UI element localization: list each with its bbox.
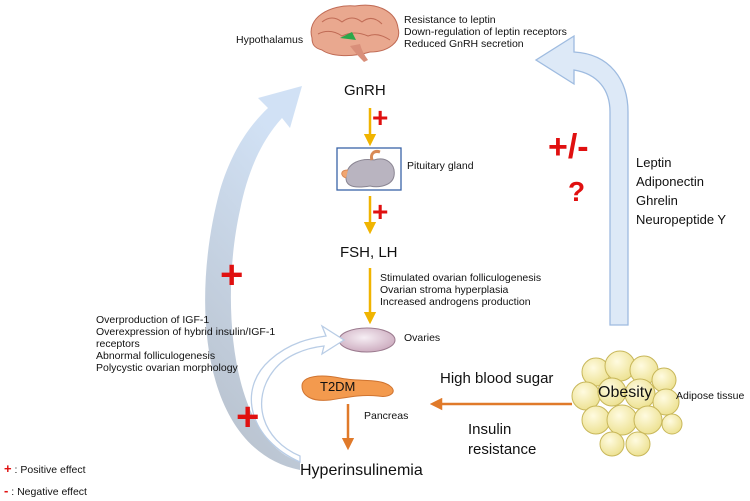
adipokine: Ghrelin [636, 192, 678, 208]
ovaries-label: Ovaries [404, 332, 441, 344]
pancreas-label: Pancreas [364, 410, 409, 422]
pituitary-label: Pituitary gland [407, 160, 474, 172]
positive-sign: + [220, 253, 244, 297]
uncertain-question: ? [568, 176, 586, 207]
hypothalamus-notes: Resistance to leptin Down-regulation of … [404, 14, 567, 50]
igf-effects: Overproduction of IGF-1 Overexpression o… [96, 314, 275, 374]
hypothalamus-note: Reduced GnRH secretion [404, 38, 524, 51]
adipokine: Adiponectin [636, 173, 704, 189]
brain-icon [310, 4, 400, 62]
positive-sign: + [236, 395, 260, 439]
igf-effect: Abnormal folliculogenesis [96, 350, 216, 363]
hypothalamus-note: Down-regulation of leptin receptors [404, 26, 567, 39]
adipokine: Neuropeptide Y [636, 211, 727, 227]
legend-positive-symbol: + [4, 461, 12, 476]
legend-negative-label: : Negative effect [11, 486, 87, 498]
pancreas-icon [301, 375, 394, 401]
high-blood-sugar-label: High blood sugar [440, 370, 554, 387]
hyperinsulinemia-label: Hyperinsulinemia [300, 462, 423, 479]
igf-effect: receptors [96, 338, 140, 351]
legend-negative: - : Negative effect [4, 483, 87, 499]
fsh-lh-label: FSH, LH [340, 244, 398, 261]
insulin-resistance-label: Insulin resistance [468, 420, 536, 461]
blue-arrow-to-hypothalamus [534, 34, 629, 326]
obesity-label: Obesity [598, 384, 653, 401]
positive-sign: + [372, 102, 389, 133]
insulin-resistance-line: resistance [468, 441, 537, 459]
positive-sign: + [372, 196, 389, 227]
hypothalamus-label: Hypothalamus [236, 34, 304, 46]
adipose-cells-icon [571, 350, 683, 457]
hypothalamus-note: Resistance to leptin [404, 14, 496, 26]
igf-effect: Overproduction of IGF-1 [96, 314, 210, 326]
adipokine-list: Leptin Adiponectin Ghrelin Neuropeptide … [636, 154, 726, 229]
blue-arrow-to-gnrh [205, 86, 302, 470]
pituitary-icon [341, 150, 395, 188]
gnrh-label: GnRH [344, 82, 386, 99]
ovary-effect: Increased androgens production [380, 296, 531, 309]
legend-positive-label: : Positive effect [14, 464, 86, 476]
igf-effect: Overexpression of hybrid insulin/IGF-1 [96, 326, 276, 339]
ovary-effects: Stimulated ovarian folliculogenesis Ovar… [380, 272, 541, 308]
igf-effect: Polycystic ovarian morphology [96, 362, 238, 375]
t2dm-label: T2DM [320, 379, 356, 394]
adipokine: Leptin [636, 155, 672, 170]
ovary-effect: Ovarian stroma hyperplasia [380, 284, 509, 297]
uncertain-sign: +/- [548, 128, 589, 166]
legend-positive: + : Positive effect [4, 461, 86, 477]
adipose-label: Adipose tissue [676, 390, 745, 402]
insulin-resistance-line: Insulin [468, 421, 512, 438]
ovary-icon [338, 327, 396, 353]
outline-arrow-to-ovaries [250, 324, 346, 463]
legend-negative-symbol: - [4, 483, 9, 498]
ovary-effect: Stimulated ovarian folliculogenesis [380, 272, 542, 284]
